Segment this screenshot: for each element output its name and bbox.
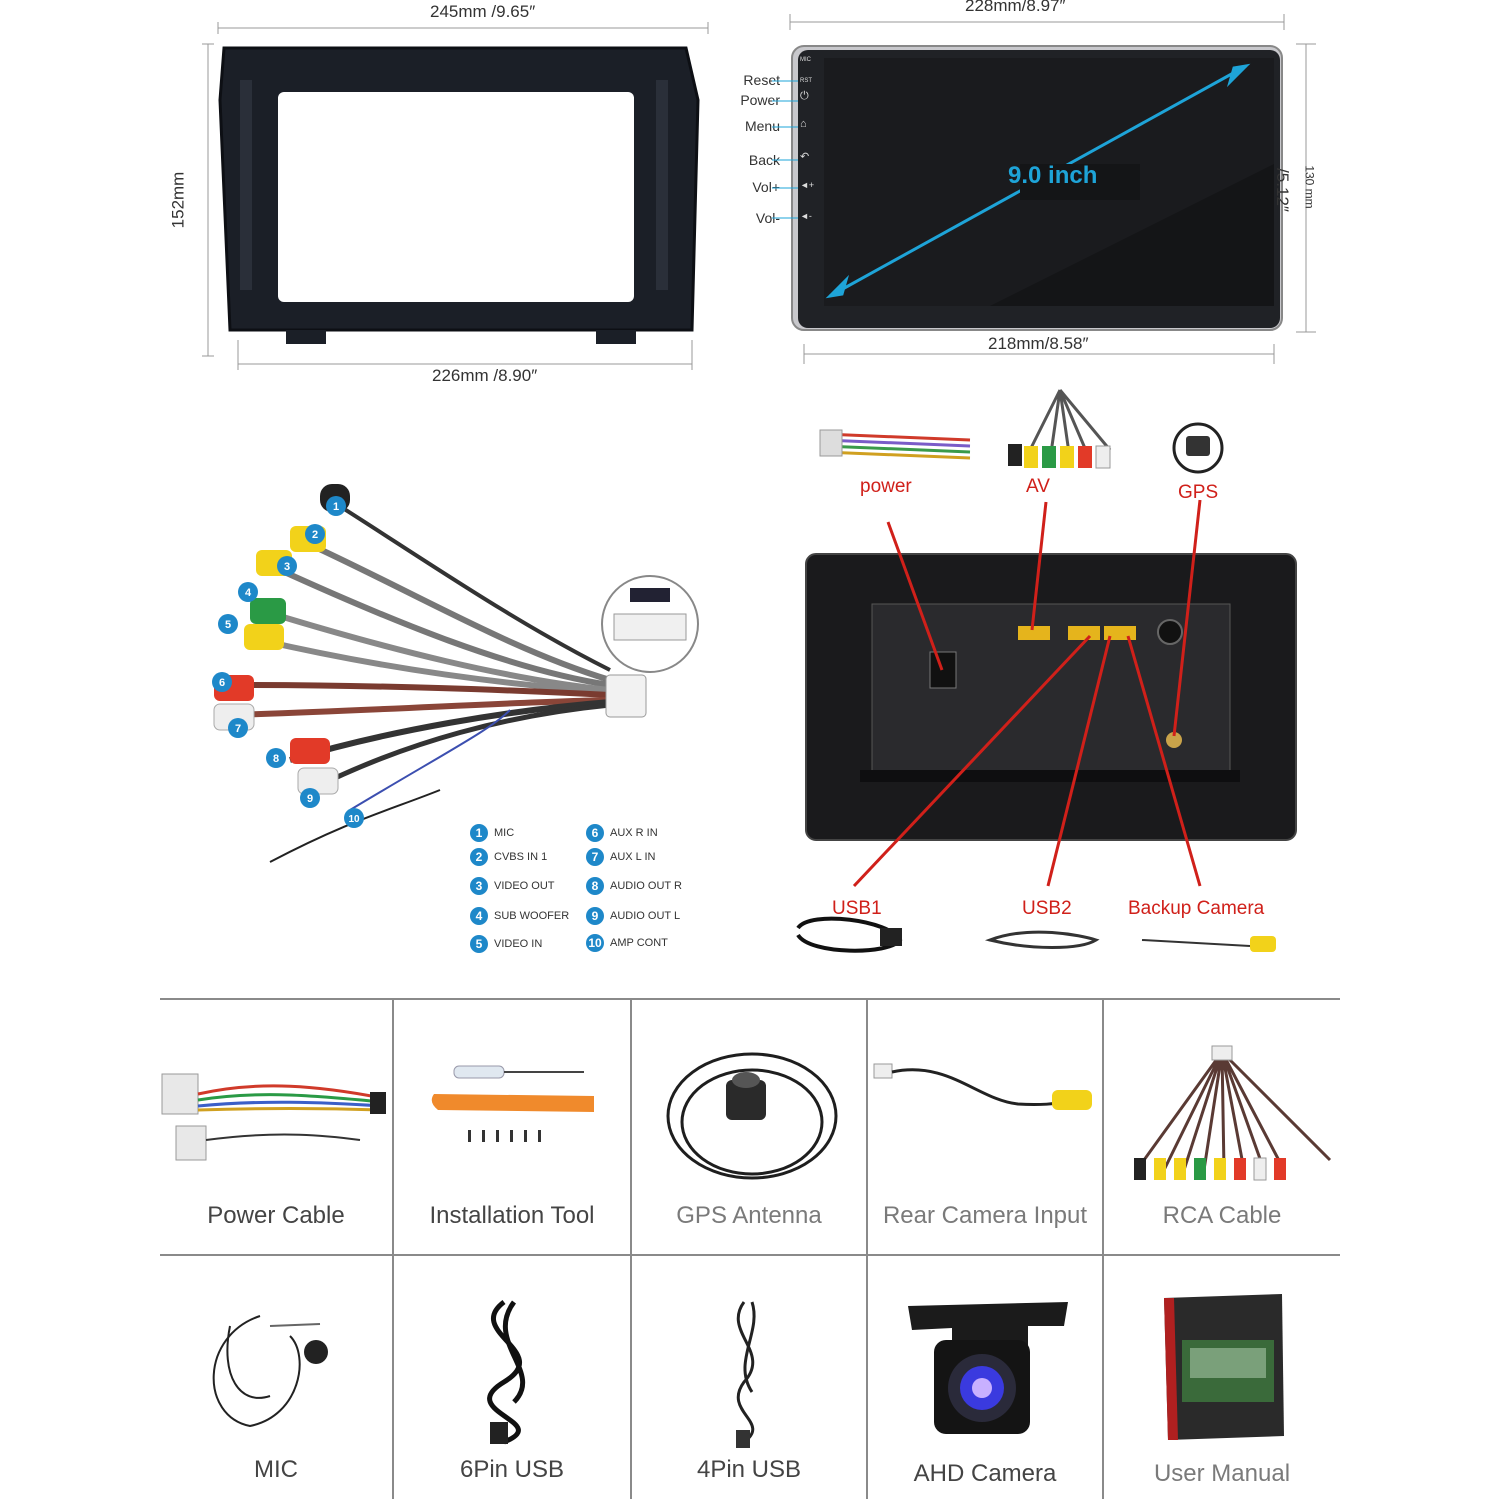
backup-camera-connection-label: Backup Camera bbox=[1128, 898, 1265, 919]
mic-image bbox=[212, 1315, 328, 1428]
menu-label: Menu bbox=[744, 118, 780, 134]
rca-cable-accessory-image bbox=[1134, 1045, 1332, 1181]
gps-antenna-image bbox=[666, 1052, 838, 1180]
mic-label: MIC bbox=[254, 1456, 298, 1483]
installation-tool-image bbox=[431, 1065, 594, 1142]
vol-up-icon: ◄+ bbox=[800, 180, 815, 190]
accessory-4pin-usb: 4Pin USB bbox=[632, 1256, 866, 1499]
frame-section: 245mm /9.65″ 226mm /8.90″ 152mm bbox=[160, 0, 720, 390]
power-icon: ⏻ bbox=[800, 90, 809, 102]
gps-connection-label: GPS bbox=[1178, 482, 1219, 503]
back-panel-image bbox=[796, 389, 1297, 953]
svg-text:9: 9 bbox=[307, 793, 313, 805]
accessories-grid: Power Cable Installation Tool GPS Antenn… bbox=[160, 998, 1340, 1499]
6pin-usb-image bbox=[487, 1300, 526, 1445]
rear-camera-input-image bbox=[873, 1063, 1092, 1110]
dash-frame-image bbox=[218, 46, 700, 344]
vol-down-label: Vol- bbox=[755, 210, 780, 226]
accessory-power-cable: Power Cable bbox=[160, 1000, 392, 1254]
screen-top-dimension: 228mm/8.97″ bbox=[965, 0, 1066, 15]
usb1-connection-label: USB1 bbox=[832, 898, 882, 919]
grid-middle-border bbox=[160, 1254, 1340, 1256]
accessory-installation-tool: Installation Tool bbox=[394, 1000, 630, 1254]
screen-dimension-lines bbox=[789, 14, 1316, 364]
svg-text:10: 10 bbox=[348, 814, 360, 825]
head-unit-screen-image bbox=[791, 45, 1283, 331]
svg-text:7: 7 bbox=[235, 723, 241, 735]
gps-antenna-label: GPS Antenna bbox=[676, 1202, 822, 1229]
grid-divider-3 bbox=[866, 998, 868, 1499]
svg-text:1: 1 bbox=[333, 501, 339, 513]
installation-tool-label: Installation Tool bbox=[429, 1202, 595, 1229]
frame-left-dimension: 152mm bbox=[168, 171, 188, 229]
accessory-mic: MIC bbox=[160, 1256, 392, 1499]
vol-up-label: Vol+ bbox=[752, 179, 780, 195]
ahd-camera-label: AHD Camera bbox=[913, 1460, 1057, 1487]
rst-text: RST bbox=[800, 78, 812, 84]
grid-divider-2 bbox=[630, 998, 632, 1499]
power-label: Power bbox=[740, 92, 780, 108]
svg-text:8: 8 bbox=[273, 753, 279, 765]
frame-dimension-lines bbox=[202, 22, 709, 370]
user-manual-image bbox=[1164, 1294, 1284, 1440]
svg-text:6: 6 bbox=[219, 677, 225, 689]
svg-text:4: 4 bbox=[245, 587, 252, 599]
vol-down-icon: ◄- bbox=[800, 211, 812, 221]
power-cable-label: Power Cable bbox=[207, 1202, 345, 1229]
accessory-ahd-camera: AHD Camera bbox=[868, 1256, 1102, 1499]
svg-text:5: 5 bbox=[225, 619, 231, 631]
accessory-6pin-usb: 6Pin USB bbox=[394, 1256, 630, 1499]
rca-cable-label: RCA Cable bbox=[1162, 1202, 1282, 1229]
accessory-gps-antenna: GPS Antenna bbox=[632, 1000, 866, 1254]
screen-right-dimension-in: /5.12″ bbox=[1272, 168, 1292, 212]
home-icon: ⌂ bbox=[800, 118, 807, 130]
frame-bottom-dimension: 226mm /8.90″ bbox=[432, 366, 538, 385]
frame-top-dimension: 245mm /9.65″ bbox=[430, 2, 536, 21]
usb2-connection-label: USB2 bbox=[1022, 898, 1072, 919]
4pin-usb-label: 4Pin USB bbox=[696, 1456, 802, 1483]
back-panel-section: power AV GPS USB1 USB2 Backup Camera bbox=[780, 380, 1340, 980]
av-connection-label: AV bbox=[1026, 476, 1050, 497]
grid-divider-1 bbox=[392, 998, 394, 1499]
side-button-leaders bbox=[772, 80, 798, 219]
mic-text: MIC bbox=[800, 57, 811, 63]
power-connection-label: power bbox=[860, 476, 912, 497]
screen-right-dimension-mm: 130 mm bbox=[1302, 165, 1317, 209]
back-icon: ↶ bbox=[800, 151, 810, 163]
screen-diagonal-label: 9.0 inch bbox=[1008, 162, 1098, 189]
screen-bottom-dimension: 218mm/8.58″ bbox=[988, 334, 1089, 353]
4pin-usb-image bbox=[736, 1301, 756, 1448]
user-manual-label: User Manual bbox=[1153, 1460, 1291, 1487]
svg-text:2: 2 bbox=[312, 529, 318, 541]
6pin-usb-label: 6Pin USB bbox=[459, 1456, 565, 1483]
back-label: Back bbox=[748, 152, 780, 168]
grid-divider-4 bbox=[1102, 998, 1104, 1499]
power-cable-image bbox=[161, 1073, 386, 1161]
ahd-camera-image bbox=[908, 1302, 1068, 1434]
accessory-rear-camera-input: Rear Camera Input bbox=[868, 1000, 1102, 1254]
rear-camera-input-label: Rear Camera Input bbox=[882, 1202, 1088, 1229]
rca-cable-image: 1 2 3 4 5 6 7 8 9 10 bbox=[212, 484, 699, 863]
accessory-rca-cable: RCA Cable bbox=[1104, 1000, 1340, 1254]
screen-section: 9.0 inch MIC RST Reset Power Menu Back V… bbox=[720, 0, 1340, 390]
reset-label: Reset bbox=[743, 72, 780, 88]
svg-text:3: 3 bbox=[284, 561, 290, 573]
grid-top-border bbox=[160, 998, 1340, 1000]
accessory-user-manual: User Manual bbox=[1104, 1256, 1340, 1499]
